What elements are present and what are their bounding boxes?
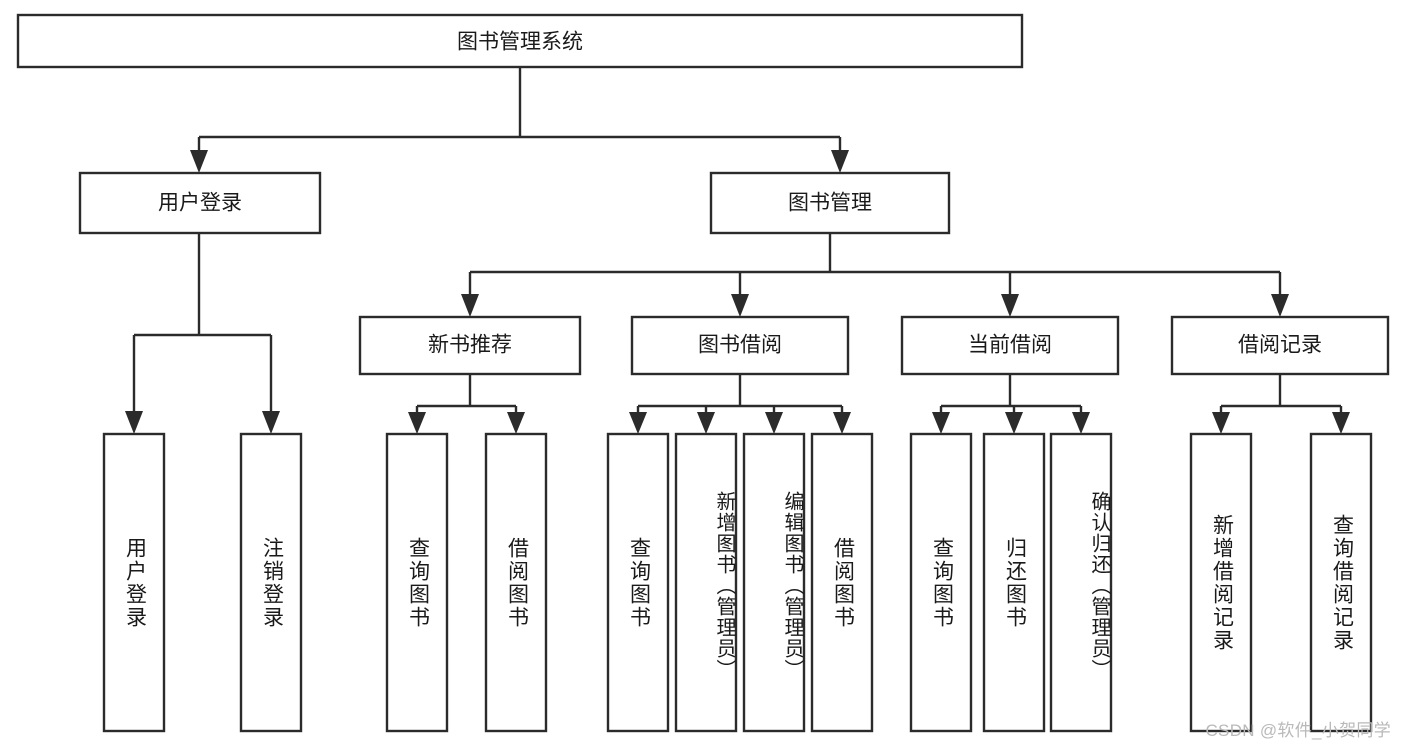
leaf-bb-query-book-label: 查询图书 <box>627 536 651 629</box>
arrowhead-new-book-rec <box>461 294 479 317</box>
arrowhead-br-query-record <box>1332 412 1350 434</box>
arrowhead-nbr-borrow-book <box>507 412 525 434</box>
arrowhead-bb-borrow-book <box>833 412 851 434</box>
leaf-bb-edit-book-label: 编辑图书（管理员） <box>781 491 803 680</box>
arrowhead-current-borrow <box>1001 294 1019 317</box>
leaf-cb-confirm-return-label: 确认归还（管理员） <box>1088 491 1110 680</box>
leaf-nbr-query-book-label: 查询图书 <box>406 536 430 629</box>
leaf-logout-box[interactable] <box>239 432 303 733</box>
arrowhead-book-borrow <box>731 294 749 317</box>
leaf-cb-query-book-box[interactable] <box>909 432 973 733</box>
node-current-borrow-box[interactable] <box>900 315 1120 376</box>
arrowhead-cb-return-book <box>1005 412 1023 434</box>
leaf-bb-edit-book[interactable]: 编辑图书（管理员） <box>742 432 806 733</box>
node-root-label: 图书管理系统 <box>457 31 583 54</box>
node-borrow-record-label: 借阅记录 <box>1238 334 1322 357</box>
node-book-management-box[interactable] <box>709 171 951 235</box>
node-book-management-label: 图书管理 <box>788 192 872 215</box>
leaf-logout[interactable]: 注销登录 <box>239 432 303 733</box>
leaf-cb-return-book[interactable]: 归还图书 <box>982 432 1046 733</box>
leaf-bb-borrow-book[interactable]: 借阅图书 <box>810 432 874 733</box>
leaf-cb-return-book-label: 归还图书 <box>1003 536 1027 629</box>
leaf-cb-query-book-label: 查询图书 <box>930 536 954 629</box>
leaf-cb-query-book[interactable]: 查询图书 <box>909 432 973 733</box>
arrowhead-bb-query-book <box>629 412 647 434</box>
leaf-user-login[interactable]: 用户登录 <box>102 432 166 733</box>
node-borrow-record[interactable]: 借阅记录 <box>1170 315 1390 376</box>
leaf-bb-edit-book-box[interactable] <box>742 432 806 733</box>
leaf-user-login-label: 用户登录 <box>123 536 147 629</box>
leaf-node-layer: 用户登录 注销登录 查询图书 借阅图书 <box>102 432 1373 733</box>
leaf-cb-confirm-return-box[interactable] <box>1049 432 1113 733</box>
leaf-bb-add-book[interactable]: 新增图书（管理员） <box>674 432 738 733</box>
arrowhead-cb-confirm-return <box>1072 412 1090 434</box>
node-current-borrow-label: 当前借阅 <box>968 334 1052 357</box>
leaf-br-query-record-box[interactable] <box>1309 432 1373 733</box>
leaf-nbr-query-book-box[interactable] <box>385 432 449 733</box>
node-new-book-recommend[interactable]: 新书推荐 <box>358 315 582 376</box>
leaf-bb-borrow-book-label: 借阅图书 <box>831 536 855 629</box>
node-current-borrow[interactable]: 当前借阅 <box>900 315 1120 376</box>
csdn-watermark: CSDN @软件_小贺同学 <box>1205 721 1391 740</box>
node-root-box[interactable] <box>16 13 1024 69</box>
arrowhead-bb-add-book <box>697 412 715 434</box>
arrowhead-borrow-record <box>1271 294 1289 317</box>
connector-layer <box>125 67 1350 434</box>
leaf-cb-return-book-box[interactable] <box>982 432 1046 733</box>
leaf-nbr-borrow-book-label: 借阅图书 <box>505 536 529 629</box>
node-user-login[interactable]: 用户登录 <box>78 171 322 235</box>
node-borrow-record-box[interactable] <box>1170 315 1390 376</box>
node-book-borrow-box[interactable] <box>630 315 850 376</box>
node-root-system[interactable]: 图书管理系统 <box>16 13 1024 69</box>
arrowhead-leaf-logout <box>262 411 280 434</box>
leaf-bb-query-book[interactable]: 查询图书 <box>606 432 670 733</box>
leaf-br-query-record-label: 查询借阅记录 <box>1330 513 1354 652</box>
leaf-logout-label: 注销登录 <box>260 536 284 629</box>
leaf-bb-add-book-box[interactable] <box>674 432 738 733</box>
arrowhead-user-login <box>190 150 208 173</box>
arrowhead-nbr-query-book <box>408 412 426 434</box>
leaf-user-login-box[interactable] <box>102 432 166 733</box>
leaf-cb-confirm-return[interactable]: 确认归还（管理员） <box>1049 432 1113 733</box>
node-new-book-recommend-box[interactable] <box>358 315 582 376</box>
leaf-bb-query-book-box[interactable] <box>606 432 670 733</box>
leaf-nbr-borrow-book[interactable]: 借阅图书 <box>484 432 548 733</box>
arrowhead-cb-query-book <box>932 412 950 434</box>
arrowhead-leaf-user-login <box>125 411 143 434</box>
node-user-login-box[interactable] <box>78 171 322 235</box>
arrowhead-bb-edit-book <box>765 412 783 434</box>
leaf-br-add-record[interactable]: 新增借阅记录 <box>1189 432 1253 733</box>
leaf-bb-borrow-book-box[interactable] <box>810 432 874 733</box>
node-book-borrow-label: 图书借阅 <box>698 334 782 357</box>
leaf-nbr-borrow-book-box[interactable] <box>484 432 548 733</box>
node-book-borrow[interactable]: 图书借阅 <box>630 315 850 376</box>
leaf-bb-add-book-label: 新增图书（管理员） <box>713 491 735 680</box>
arrowhead-book-manage <box>831 150 849 173</box>
leaf-br-query-record[interactable]: 查询借阅记录 <box>1309 432 1373 733</box>
leaf-nbr-query-book[interactable]: 查询图书 <box>385 432 449 733</box>
leaf-br-add-record-label: 新增借阅记录 <box>1210 513 1234 652</box>
arrowhead-br-add-record <box>1212 412 1230 434</box>
leaf-br-add-record-box[interactable] <box>1189 432 1253 733</box>
node-new-book-recommend-label: 新书推荐 <box>428 334 512 357</box>
node-book-management[interactable]: 图书管理 <box>709 171 951 235</box>
node-user-login-label: 用户登录 <box>158 192 242 215</box>
